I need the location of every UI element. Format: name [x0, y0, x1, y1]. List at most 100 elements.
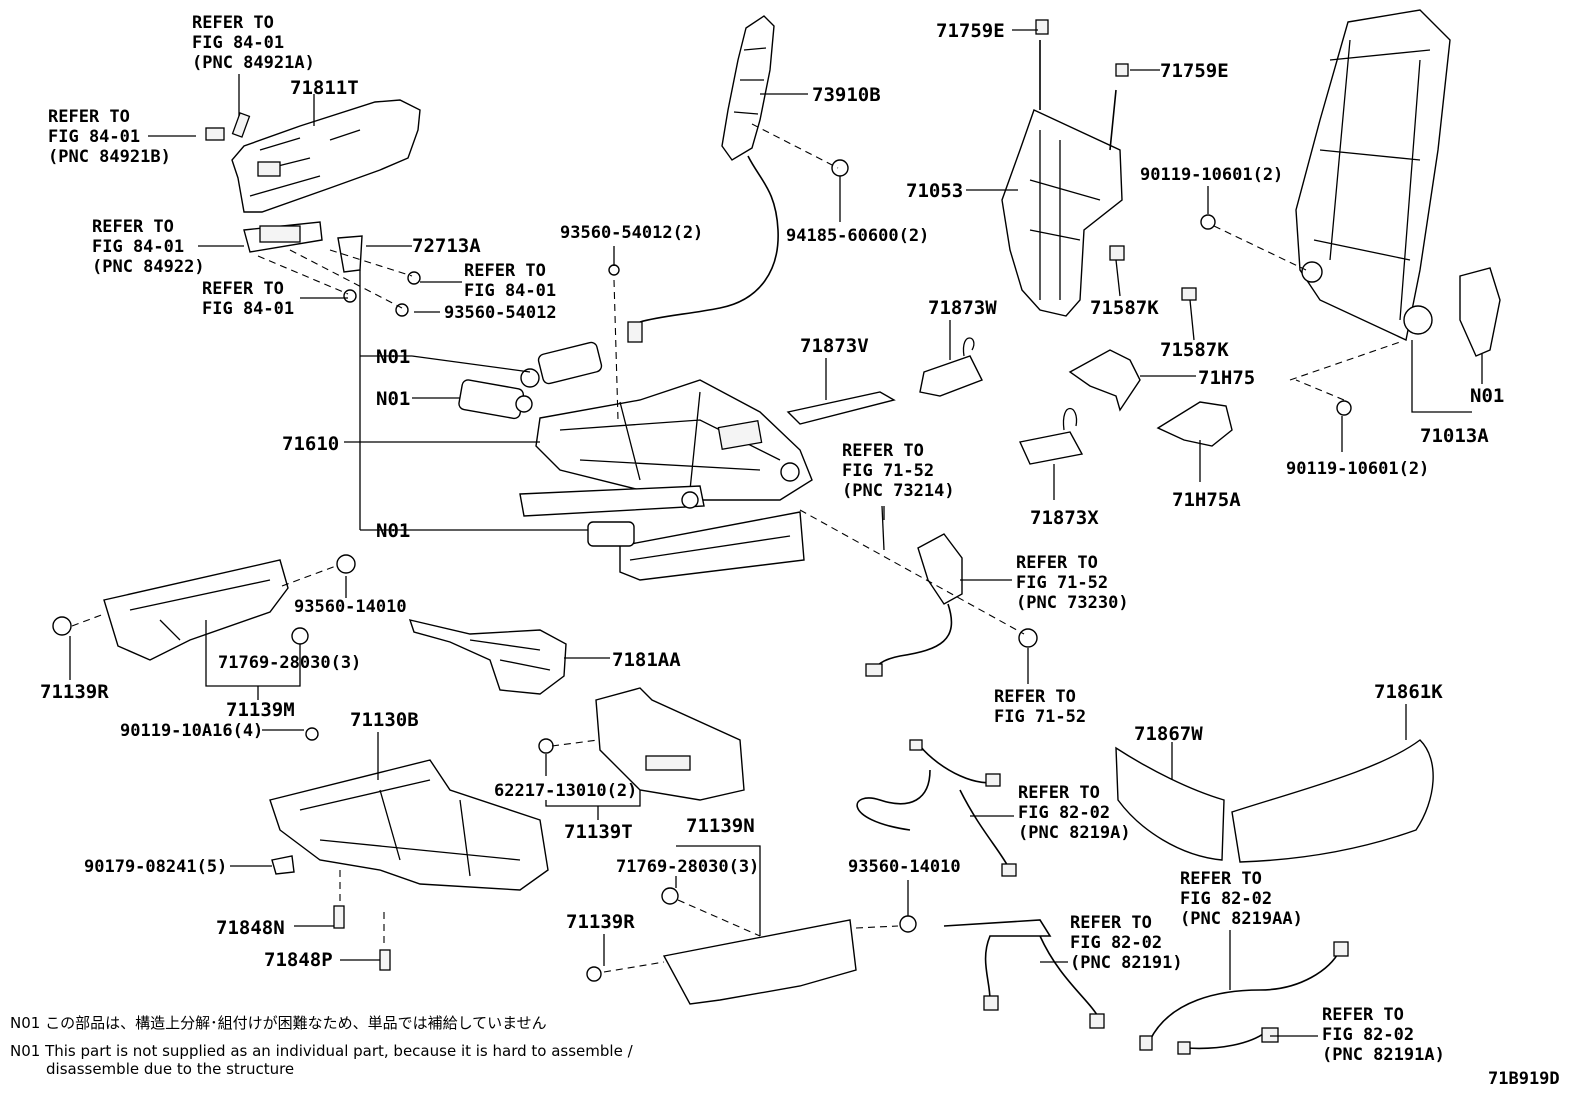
lower-frame-71130B [269, 727, 549, 971]
refer-82191A: REFER TO FIG 82-02 (PNC 82191A) [1322, 1005, 1445, 1065]
refer-84-01-b-line1: REFER TO [202, 279, 284, 299]
motor-n01-1 [520, 341, 603, 388]
label-71H75A: 71H75A [1172, 489, 1241, 511]
label-93560-14010-b: 93560-14010 [848, 857, 961, 877]
refer-8219A-line1: REFER TO [1018, 783, 1100, 803]
refer-84-01-a-line2: FIG 84-01 [464, 281, 556, 301]
label-71848P: 71848P [264, 949, 333, 971]
refer-73230-line2: FIG 71-52 [1016, 573, 1108, 593]
refer-84-01-b: REFER TO FIG 84-01 [202, 279, 294, 319]
refer-73230-line1: REFER TO [1016, 553, 1098, 573]
label-71811T: 71811T [290, 77, 359, 99]
refer-73214-line1: REFER TO [842, 441, 924, 461]
refer-73230: REFER TO FIG 71-52 (PNC 73230) [1016, 553, 1129, 613]
seat-side-cover-71811T [205, 99, 421, 213]
refer-84921B-line2: FIG 84-01 [48, 127, 140, 147]
label-93560-14010-a: 93560-14010 [294, 597, 407, 617]
label-N01-b: N01 [376, 388, 410, 410]
label-71867W: 71867W [1134, 723, 1203, 745]
refer-8219A-line2: FIG 82-02 [1018, 803, 1110, 823]
label-71848N: 71848N [216, 917, 285, 939]
cover-71873V [786, 391, 896, 425]
wire-harness-8219AA [1139, 941, 1349, 1055]
refer-8219AA-line2: FIG 82-02 [1180, 889, 1272, 909]
label-71873X: 71873X [1030, 507, 1099, 529]
label-72713A: 72713A [412, 235, 481, 257]
refer-8219AA-line3: (PNC 8219AA) [1180, 909, 1303, 929]
refer-84922-line3: (PNC 84922) [92, 257, 205, 277]
footnote-en-1: N01 This part is not supplied as an indi… [10, 1042, 634, 1060]
refer-82191A-line3: (PNC 82191A) [1322, 1045, 1445, 1065]
label-N01-c: N01 [376, 520, 410, 542]
refer-84921B: REFER TO FIG 84-01 (PNC 84921B) [48, 107, 171, 167]
label-71139M: 71139M [226, 699, 295, 721]
switch-bracket-72713A [243, 221, 421, 317]
refer-73214: REFER TO FIG 71-52 (PNC 73214) [842, 441, 955, 501]
label-94185-60600: 94185-60600(2) [786, 226, 929, 246]
cover-71139T [538, 687, 745, 801]
pad-71867W [1115, 746, 1225, 861]
wire-harness-8219A [856, 739, 1017, 877]
label-71873V: 71873V [800, 335, 869, 357]
refer-73214-line3: (PNC 73214) [842, 481, 955, 501]
label-90119-10601-a: 90119-10601(2) [1140, 165, 1283, 185]
label-71759E-b: 71759E [1160, 60, 1229, 82]
refer-84921B-line3: (PNC 84921B) [48, 147, 171, 167]
refer-82191A-line2: FIG 82-02 [1322, 1025, 1414, 1045]
label-N01-a: N01 [376, 346, 410, 368]
label-73910B: 73910B [812, 84, 881, 106]
pad-71861K [1231, 739, 1434, 863]
bracket-71873W [919, 337, 983, 397]
label-71610: 71610 [282, 433, 339, 455]
refer-71-52: REFER TO FIG 71-52 [994, 687, 1086, 727]
refer-82191-line3: (PNC 82191) [1070, 953, 1183, 973]
refer-84-01-b-line2: FIG 84-01 [202, 299, 294, 319]
label-71139T: 71139T [564, 821, 633, 843]
label-90119-10601-b: 90119-10601(2) [1286, 459, 1429, 479]
refer-84922-line1: REFER TO [92, 217, 174, 237]
label-71769-28030-b: 71769-28030(3) [616, 857, 759, 877]
refer-84-01-a: REFER TO FIG 84-01 [464, 261, 556, 301]
label-90119-10A16: 90119-10A16(4) [120, 721, 263, 741]
figure-id: 71B919D [1488, 1069, 1560, 1089]
footnote-jp: N01 この部品は、構造上分解･組付けが困難なため、単品では補給していません [10, 1014, 547, 1032]
label-90179-08241: 90179-08241(5) [84, 857, 227, 877]
refer-8219A-line3: (PNC 8219A) [1018, 823, 1131, 843]
cover-71139M [52, 554, 356, 661]
label-71759E-a: 71759E [936, 20, 1005, 42]
bracket-7181AA [408, 619, 567, 695]
footnote-en-2: disassemble due to the structure [46, 1060, 294, 1078]
refer-8219A: REFER TO FIG 82-02 (PNC 8219A) [1018, 783, 1131, 843]
refer-82191: REFER TO FIG 82-02 (PNC 82191) [1070, 913, 1183, 973]
refer-84921A-line1: REFER TO [192, 13, 274, 33]
label-7181AA: 7181AA [612, 649, 681, 671]
refer-82191-line1: REFER TO [1070, 913, 1152, 933]
leader-lines [69, 29, 1483, 1037]
refer-84921A-line3: (PNC 84921A) [192, 53, 315, 73]
seatbelt-buckle [865, 505, 1038, 677]
refer-84922-line2: FIG 84-01 [92, 237, 184, 257]
motor-n01-2 [458, 379, 533, 420]
motor-n01-3 [587, 521, 635, 547]
label-71130B: 71130B [350, 709, 419, 731]
side-airbag-73910B [627, 15, 849, 343]
refer-71-52-line1: REFER TO [994, 687, 1076, 707]
refer-73230-line3: (PNC 73230) [1016, 593, 1129, 613]
refer-71-52-line2: FIG 71-52 [994, 707, 1086, 727]
refer-84921A-line2: FIG 84-01 [192, 33, 284, 53]
refer-84922: REFER TO FIG 84-01 (PNC 84922) [92, 217, 205, 277]
label-71139R-b: 71139R [566, 911, 635, 933]
label-71139R-a: 71139R [40, 681, 109, 703]
refer-8219AA: REFER TO FIG 82-02 (PNC 8219AA) [1180, 869, 1303, 929]
label-71587K-b: 71587K [1160, 339, 1229, 361]
bracket-71873X [1018, 408, 1084, 465]
refer-8219AA-line1: REFER TO [1180, 869, 1262, 889]
refer-82191-line2: FIG 82-02 [1070, 933, 1162, 953]
label-71053: 71053 [906, 180, 963, 202]
label-71769-28030-a: 71769-28030(3) [218, 653, 361, 673]
wire-harness-82191 [943, 919, 1105, 1029]
label-N01-right: N01 [1470, 385, 1504, 407]
label-71139N: 71139N [686, 815, 755, 837]
label-93560-54012-2: 93560-54012(2) [560, 223, 703, 243]
